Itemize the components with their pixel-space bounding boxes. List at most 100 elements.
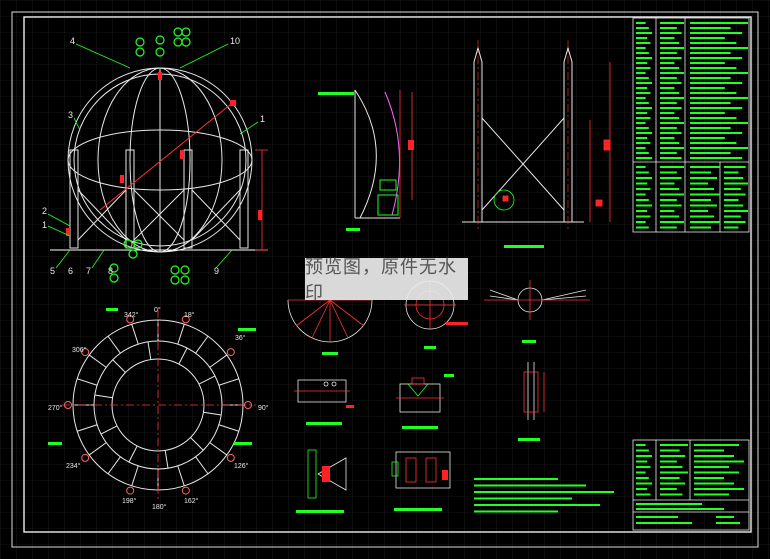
table-text-bar [716,522,740,524]
table-text-bar [694,493,729,496]
table-text-bar [724,182,748,185]
angle-198: 198° [122,497,137,505]
table-text-bar [660,27,677,29]
callout-3: 3 [68,110,73,120]
table-text-bar [660,166,684,168]
table-text-bar [636,57,652,59]
table-text-bar [690,122,748,124]
flange-detail-title [424,346,436,349]
section-b [396,374,454,413]
angle-36: 36° [235,334,246,342]
table-text-bar [636,477,649,479]
table-text-bar [636,508,724,510]
table-text-bar [660,204,682,207]
table-text-bar [690,102,731,104]
callout-1: 1 [42,220,47,230]
table-text-bar [636,166,646,168]
table-text-bar [660,62,675,64]
brace-detail-title [522,340,536,343]
table-text-bar [690,147,748,149]
table-text-bar [636,215,651,218]
table-text-bar [690,72,748,74]
table-text-bar [660,97,684,99]
table-text-bar [694,444,739,446]
table-text-bar [636,226,649,229]
leg-frame-dims [493,62,611,222]
table-text-bar [660,82,682,84]
callout-10: 10 [230,36,240,46]
support-leg-circle [81,348,90,357]
callout-7: 7 [86,266,91,276]
callout-1-right: 1 [260,114,265,124]
ring-segment-line [198,375,216,385]
table-text-bar [636,455,652,457]
table-text-bar [690,22,748,24]
ring-segment-line [203,411,222,416]
table-text-bar [690,226,711,229]
table-text-bar [636,503,702,505]
table-text-bar [474,484,586,487]
table-text-bar [660,142,680,144]
table-text-bar [690,171,711,174]
table-text-bar [690,152,731,154]
section-a-title [306,422,342,425]
red-markers [66,72,262,236]
table-text-bar [660,77,677,79]
table-text-bar [636,52,649,54]
table-text-bar [724,215,741,218]
section-b-title [402,426,438,429]
table-text-bar [694,455,734,457]
table-text-bar [636,171,649,174]
table-text-bar [636,522,692,524]
angle-342: 342° [124,311,139,319]
table-text-bar [694,466,729,468]
table-text-bar [690,97,748,99]
table-text-bar [636,22,646,24]
table-text-bar [660,102,677,104]
table-text-bar [660,477,680,479]
support-leg-circle [126,486,135,495]
table-text-bar [474,504,600,506]
table-text-bar [636,72,646,74]
ring-segment-line [147,341,152,360]
table-text-bar [660,137,675,139]
inner-frame [23,16,752,533]
brace-detail [484,280,590,320]
table-text-bar [636,122,646,124]
table-text-bar [724,171,739,174]
table-text-bar [636,62,648,64]
table-text-bar [636,107,652,109]
table-text-bar [636,132,652,134]
table-text-bar [690,92,737,94]
table-text-bar [660,221,684,223]
table-text-bar [636,97,646,99]
table-text-bar [660,488,677,490]
support-leg-circle [244,401,252,409]
table-text-bar [690,67,737,69]
ring-segment-line [88,442,107,456]
plate-detail [318,89,414,231]
sphere-elevation-view [50,67,268,253]
ring-segment-line [177,465,185,486]
table-text-bar [660,177,682,179]
ring-segment-line [77,424,98,432]
table-text-bar [660,122,684,124]
table-text-bar [660,471,688,474]
table-text-bar [660,215,680,218]
table-text-bar [660,466,683,468]
support-leg-circle [126,315,135,324]
table-text-bar [636,37,648,39]
plan-leg-circles [64,315,252,495]
table-text-bar [690,77,731,79]
table-text-bar [636,460,648,463]
table-text-bar [660,52,677,54]
table-text-bar [636,482,652,485]
table-text-bar [636,67,651,69]
table-text-bar [636,466,651,468]
ring-segment-line [107,456,121,475]
table-text-bar [660,42,680,44]
table-text-bar [636,32,652,34]
table-text-bar [660,182,675,185]
table-text-bar [660,188,680,190]
table-text-bar [636,82,652,84]
